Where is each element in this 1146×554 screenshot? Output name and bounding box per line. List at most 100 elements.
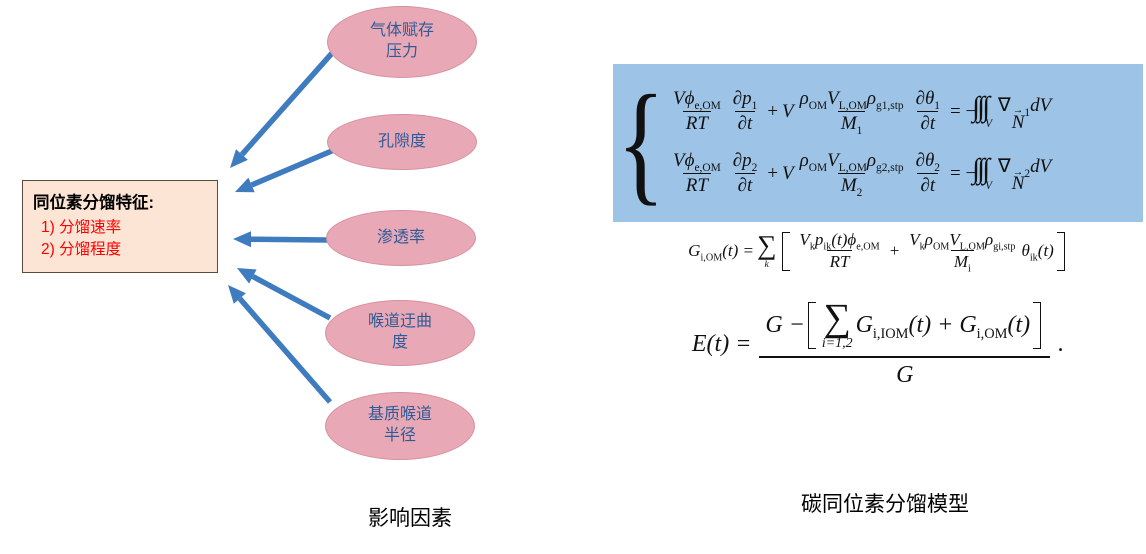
bracket-right (1056, 232, 1065, 271)
math-token: RT (682, 172, 711, 198)
integral-limit: V (985, 118, 992, 131)
math-sub: e,OM (856, 241, 880, 253)
math-token: p (814, 230, 824, 249)
arrow-line-gas-pressure (239, 50, 336, 157)
arrow-line-permeability (250, 236, 328, 243)
math-token: V (799, 230, 810, 249)
math-token: V (909, 230, 920, 249)
math-sub: 1 (934, 100, 940, 113)
vector-N: →N (1012, 167, 1025, 193)
arrow-head-porosity (235, 177, 255, 193)
math-token: Vϕ (673, 150, 695, 171)
math-sub: g2,stp (876, 161, 904, 174)
fractionation-feature-box: 同位素分馏特征: 1) 分馏速率 2) 分馏程度 (22, 180, 218, 273)
fraction: Vϕe,OM RT (670, 150, 724, 198)
big-fraction: G − ∑i=1,2 Gi,IOM(t) + Gi,OM(t) G (759, 297, 1051, 389)
math-token: RT (682, 111, 711, 136)
nabla-symbol: ∇ (998, 94, 1011, 116)
triple-integral: ∫∫∫V (982, 93, 995, 131)
math-sub: 2 (856, 186, 863, 199)
math-sub: 2 (1024, 168, 1031, 181)
math-sub: OM (808, 100, 828, 113)
ellipse-label-line: 基质喉道 (367, 406, 432, 424)
math-token: ∂θ (915, 88, 935, 110)
sum-symbol: ∑ (823, 297, 851, 339)
math-sub: L,OM (959, 241, 985, 253)
integral-symbol: ∫∫∫ (982, 155, 995, 184)
ellipse-porosity: 孔隙度 (327, 114, 477, 170)
arrow-line-throat-radius (237, 296, 333, 404)
ellipse-label-line: 气体赋存 (369, 22, 434, 40)
integral-limit: V (985, 179, 992, 192)
theta-term: θik(t) (1021, 241, 1054, 263)
ellipse-label-line: 渗透率 (376, 228, 425, 246)
arrow-line-tortuosity (251, 274, 332, 321)
arrow-head-tortuosity (237, 268, 257, 284)
math-token: G − (765, 312, 805, 339)
math-token: V (827, 88, 839, 110)
right-caption: 碳同位素分馏模型 (801, 493, 969, 516)
math-token: V (782, 162, 794, 184)
math-token: ρ (799, 88, 809, 110)
pde-line-1: Vϕe,OM RT ∂p1 ∂t + V ρOMVL,OMρg1,stp M1 … (667, 88, 1137, 136)
fraction: ρOMVL,OMρg1,stp M1 (797, 88, 907, 136)
gom-equation: Gi,OM(t) = ∑k Vkpik(t)ϕe,OM RT + VkρOMVL… (613, 230, 1143, 275)
math-token: G (688, 241, 701, 261)
math-token: ρ (866, 88, 877, 110)
bracket-right (1033, 302, 1042, 350)
math-token: ρ (984, 230, 994, 249)
sum-limit: k (764, 258, 769, 270)
math-token: dV (1030, 156, 1052, 178)
bracket-left (782, 232, 791, 271)
math-sub: e,OM (694, 100, 721, 113)
math-sub: 2 (934, 161, 940, 174)
math-token: ρ (799, 150, 809, 171)
math-sub: OM (808, 161, 828, 174)
math-token: V (782, 101, 794, 123)
math-token: ∂t (917, 172, 939, 198)
pde-lines: Vϕe,OM RT ∂p1 ∂t + V ρOMVL,OMρg1,stp M1 … (667, 88, 1137, 198)
arrow-head-permeability (233, 231, 251, 248)
system-brace: { (617, 67, 665, 218)
fractionation-equation: E(t) = G − ∑i=1,2 Gi,IOM(t) + Gi,OM(t) G… (613, 297, 1143, 389)
fraction: ∂θ2 ∂t (913, 150, 943, 198)
pde-line-2: Vϕe,OM RT ∂p2 ∂t + V ρOMVL,OMρg2,stp M2 … (667, 150, 1137, 198)
math-token: M (953, 252, 969, 272)
math-operator: = − (950, 101, 977, 123)
math-token: V (949, 230, 960, 249)
math-token: dV (1030, 94, 1052, 116)
g-terms: Gi,IOM(t) + Gi,OM(t) (856, 312, 1031, 342)
bracket-left (807, 302, 816, 350)
feature-box-item-rate: 1) 分馏速率 (41, 219, 122, 236)
math-operator: + (889, 241, 900, 261)
math-sub: L,OM (838, 100, 867, 113)
math-sub: 1 (751, 100, 758, 113)
math-sub: i,IOM (872, 326, 909, 342)
ellipse-label-line: 孔隙度 (377, 132, 426, 150)
math-token: ∂p (732, 88, 752, 110)
math-operator: = − (950, 162, 977, 184)
arrows-layer (228, 50, 336, 404)
math-token: (t) (1037, 241, 1054, 261)
vector-arrow: → (1012, 167, 1024, 179)
nabla-symbol: ∇ (998, 156, 1011, 178)
vector-arrow: → (1012, 105, 1024, 117)
math-token: ∂θ (915, 150, 935, 171)
math-operator: + (767, 162, 779, 184)
math-token: N (1011, 111, 1025, 133)
math-sub: e,OM (694, 161, 721, 174)
arrow-head-gas-pressure (230, 149, 248, 168)
math-sub: ik (823, 241, 832, 253)
ellipse-matrix-throat-radius: 基质喉道 半径 (325, 392, 475, 460)
math-token: θ (1021, 241, 1030, 261)
math-token: ∂t (734, 111, 756, 136)
integral-symbol: ∫∫∫ (982, 93, 995, 122)
ellipse-label-line: 压力 (385, 43, 418, 60)
math-sub: g1,stp (876, 100, 904, 113)
math-sub: i (968, 263, 971, 275)
fraction: ∂p1 ∂t (730, 88, 761, 136)
math-sub: L,OM (838, 161, 867, 174)
